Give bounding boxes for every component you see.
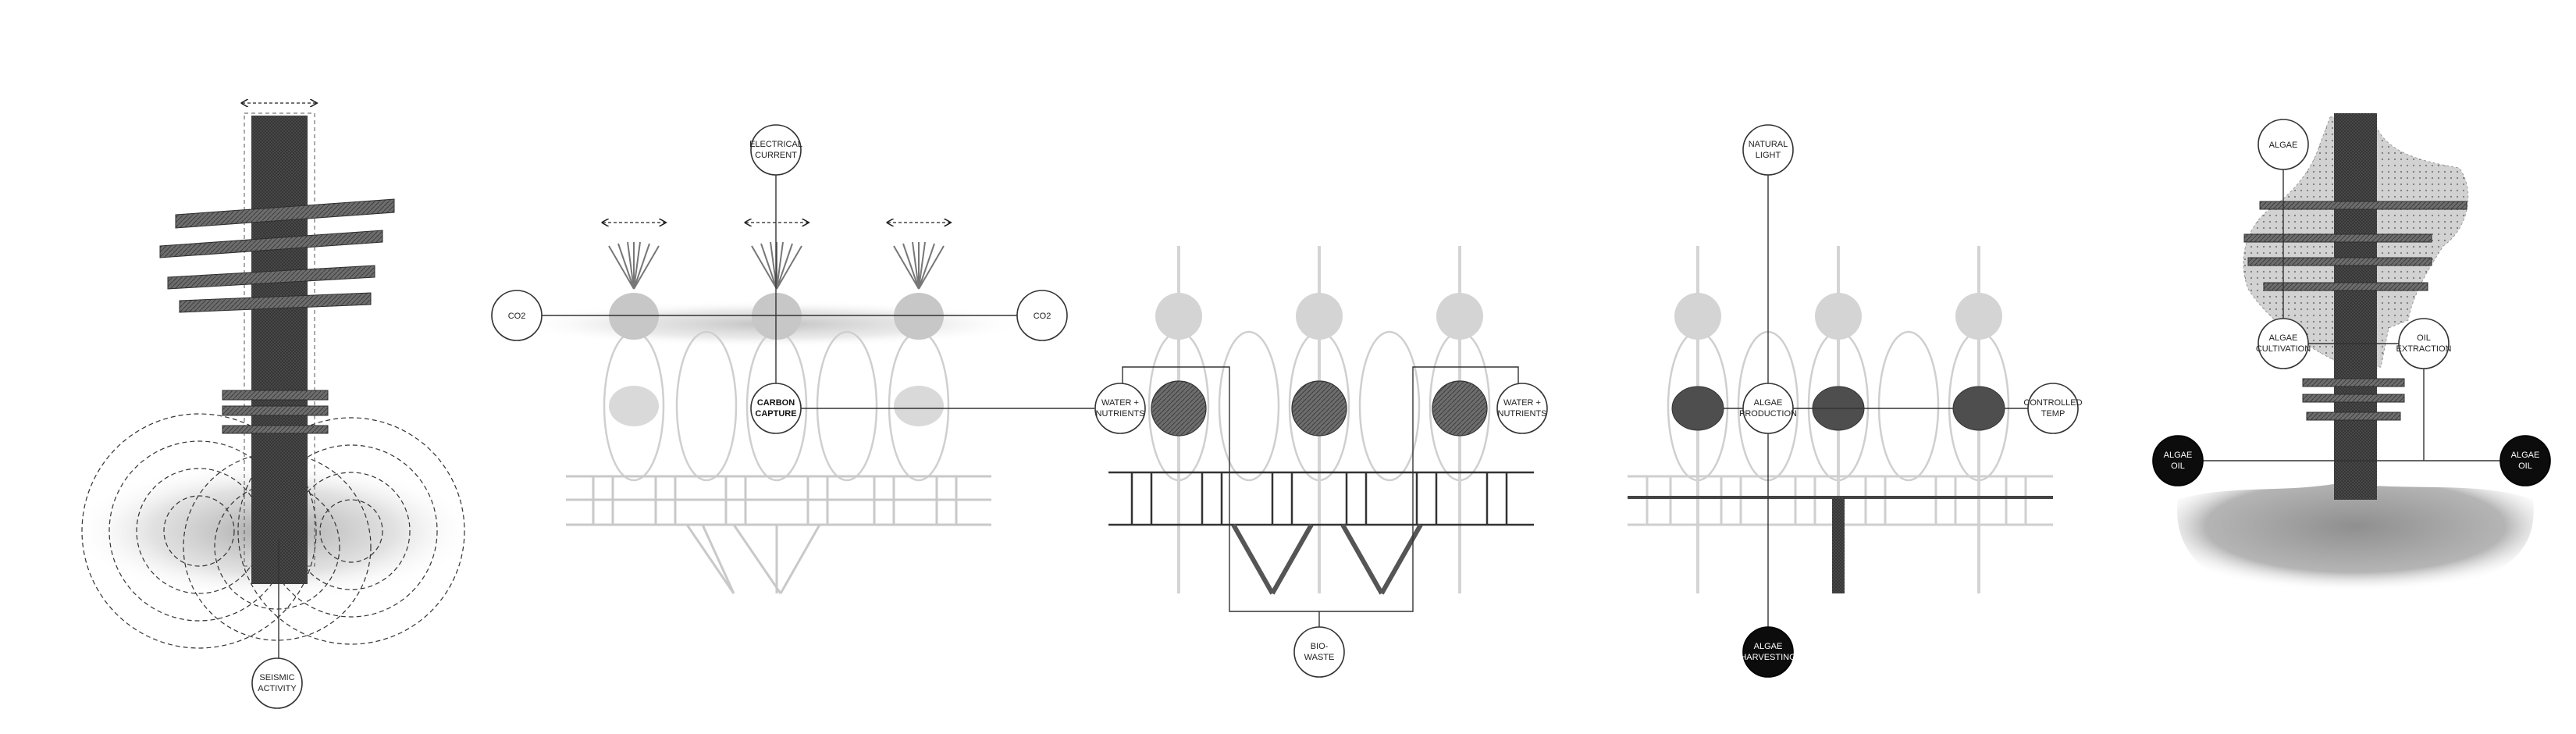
biowaste-panel	[1108, 246, 1534, 627]
antenna-fans	[608, 241, 945, 290]
node-algae-oil-left: ALGAE OIL	[2152, 435, 2204, 486]
oil-tower-rings	[2243, 201, 2467, 421]
node-label-line2: OIL	[2171, 461, 2185, 471]
node-algae: ALGAE	[2258, 119, 2309, 170]
node-electrical-current: ELECTRICAL CURRENT	[749, 124, 802, 176]
node-co2-right: CO2	[1016, 290, 1068, 341]
pods	[603, 330, 950, 482]
node-label-line1: ALGAE	[1754, 642, 1783, 651]
node-label: ALGAE	[2269, 141, 2298, 150]
node-algae-oil-right: ALGAE OIL	[2500, 435, 2551, 486]
tower-rings	[159, 198, 395, 434]
node-label-line1: ALGAE	[2511, 451, 2540, 460]
node-oil-extraction: OIL EXTRACTION	[2396, 318, 2452, 369]
oil-tower-core	[2334, 113, 2377, 500]
node-algae-cultivation: ALGAE CULTIVATION	[2256, 318, 2311, 369]
node-carbon-capture: CARBON CAPTURE	[750, 383, 802, 434]
node-label-line2: CAPTURE	[755, 409, 796, 419]
node-label-line2: NUTRIENTS	[1096, 409, 1145, 419]
node-label-line2: CURRENT	[755, 151, 797, 160]
node-label-line2: EXTRACTION	[2396, 344, 2452, 354]
node-label-line2: NUTRIENTS	[1498, 409, 1547, 419]
node-label-line1: WATER +	[1503, 398, 1541, 408]
base-rack	[566, 475, 991, 594]
node-co2-left: CO2	[491, 290, 543, 341]
node-bio-waste: BIO- WASTE	[1293, 626, 1345, 678]
node-label-line2: TEMP	[2041, 409, 2065, 419]
soil-mass	[2177, 483, 2534, 593]
node-label-line2: HARVESTING	[1740, 653, 1795, 662]
node-label-line1: ALGAE	[2269, 333, 2298, 343]
node-label-line2: WASTE	[1304, 653, 1335, 662]
node-controlled-temp: CONTROLLED TEMP	[2023, 383, 2083, 434]
node-seismic-activity: SEISMIC ACTIVITY	[251, 657, 303, 709]
node-label-line1: ALGAE	[1754, 398, 1783, 408]
oil-panel	[2177, 112, 2534, 593]
node-label-line1: CARBON	[757, 398, 795, 408]
node-label-line1: ALGAE	[2164, 451, 2193, 460]
harvest-shaft	[1832, 497, 1845, 593]
node-label-line1: OIL	[2417, 333, 2431, 343]
drain-pipes	[1231, 523, 1423, 595]
node-label: CO2	[508, 312, 526, 321]
node-label-line1: SEISMIC	[259, 673, 294, 682]
base-rack-bio	[1108, 471, 1534, 526]
production-panel	[1628, 172, 2053, 629]
node-algae-production: ALGAE PRODUCTION	[1739, 383, 1797, 434]
tower-core	[251, 116, 308, 584]
node-label-line2: LIGHT	[1756, 151, 1781, 160]
node-label-line1: ELECTRICAL	[749, 140, 802, 149]
node-label-line1: CONTROLLED	[2023, 398, 2082, 408]
algae-spheres-bio	[1151, 380, 1488, 436]
node-label-line2: OIL	[2518, 461, 2532, 471]
node-label: CO2	[1034, 312, 1051, 321]
seismic-tower-panel	[70, 103, 476, 660]
node-label-line1: WATER +	[1101, 398, 1139, 408]
node-natural-light: NATURAL LIGHT	[1742, 124, 1794, 176]
node-label-line2: PRODUCTION	[1739, 409, 1797, 419]
node-label-line1: BIO-	[1311, 642, 1329, 651]
node-water-nutrients-right: WATER + NUTRIENTS	[1496, 383, 1548, 434]
node-label-line2: ACTIVITY	[258, 684, 297, 693]
carbon-capture-panel	[515, 172, 1094, 594]
node-algae-harvesting: ALGAE HARVESTING	[1740, 626, 1796, 678]
node-label-line1: NATURAL	[1749, 140, 1788, 149]
node-water-nutrients-left: WATER + NUTRIENTS	[1094, 383, 1146, 434]
node-label-line2: CULTIVATION	[2256, 344, 2311, 354]
